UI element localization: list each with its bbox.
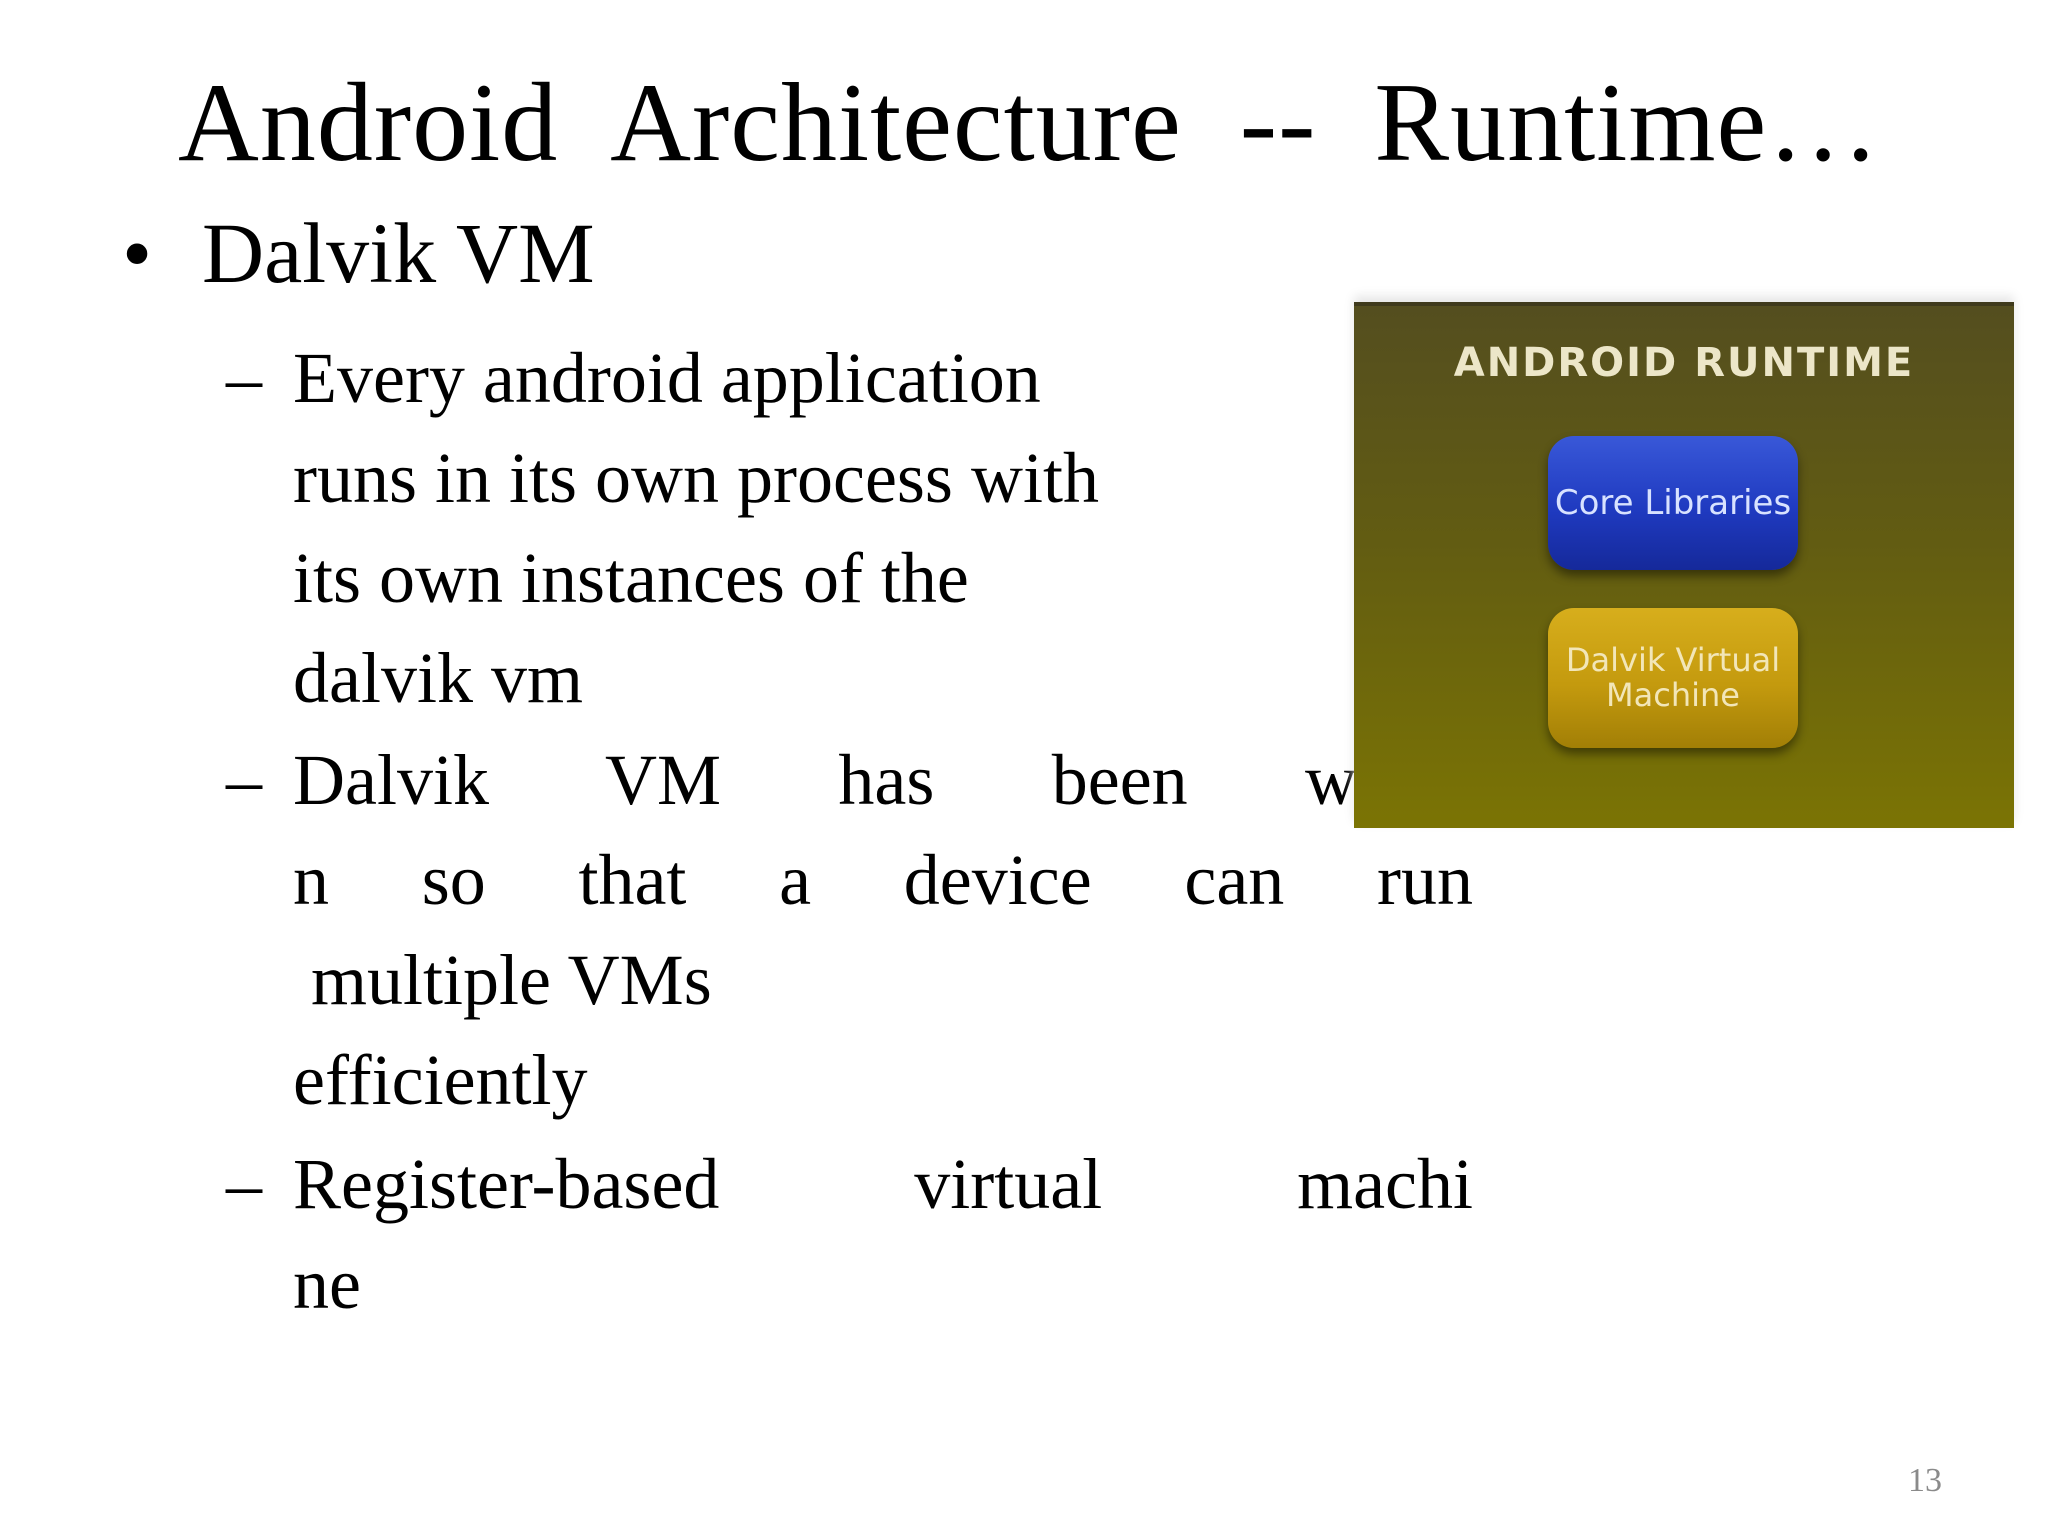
android-runtime-figure: ANDROID RUNTIME Core Libraries Dalvik Vi… [1354, 302, 2014, 828]
dalvik-vm-label: Dalvik Virtual Machine [1565, 640, 1781, 714]
sub-item-register-based: – Register-based virtual machi ne [226, 1134, 1473, 1334]
dalvik-vm-block: Dalvik Virtual Machine [1548, 608, 1798, 748]
sub-item-line: n so that a device can run [293, 840, 1473, 920]
bullet-marker: • [122, 205, 153, 301]
sub-item-process: – Every android application runs in its … [226, 328, 1099, 728]
sub-item-marker: – [226, 740, 262, 820]
sub-item-line: multiple VMs [293, 940, 712, 1020]
slide-title: Android Architecture -- Runtime… [178, 61, 1881, 185]
sub-item-marker: – [226, 338, 262, 418]
sub-item-line: Register-based virtual machi [293, 1144, 1473, 1224]
sub-item-line: Every android application [293, 338, 1041, 418]
runtime-figure-title: ANDROID RUNTIME [1453, 340, 1915, 386]
sub-item-line: ne [293, 1244, 361, 1324]
sub-item-line: efficiently [293, 1040, 588, 1120]
sub-item-multiple-vms: – Dalvik VM has been writte n so that a … [226, 730, 1473, 1130]
sub-item-line: runs in its own process with [293, 438, 1099, 518]
sub-item-line: dalvik vm [293, 638, 583, 718]
sub-item-line: its own instances of the [293, 538, 969, 618]
core-libraries-label: Core Libraries [1554, 483, 1792, 523]
sub-item-line: Dalvik VM has been writte [293, 740, 1473, 820]
bullet-dalvik-vm: • Dalvik VM [122, 206, 595, 301]
sub-item-marker: – [226, 1144, 262, 1224]
page-number: 13 [1908, 1462, 1942, 1499]
core-libraries-block: Core Libraries [1548, 436, 1798, 570]
bullet-text: Dalvik VM [202, 205, 595, 301]
